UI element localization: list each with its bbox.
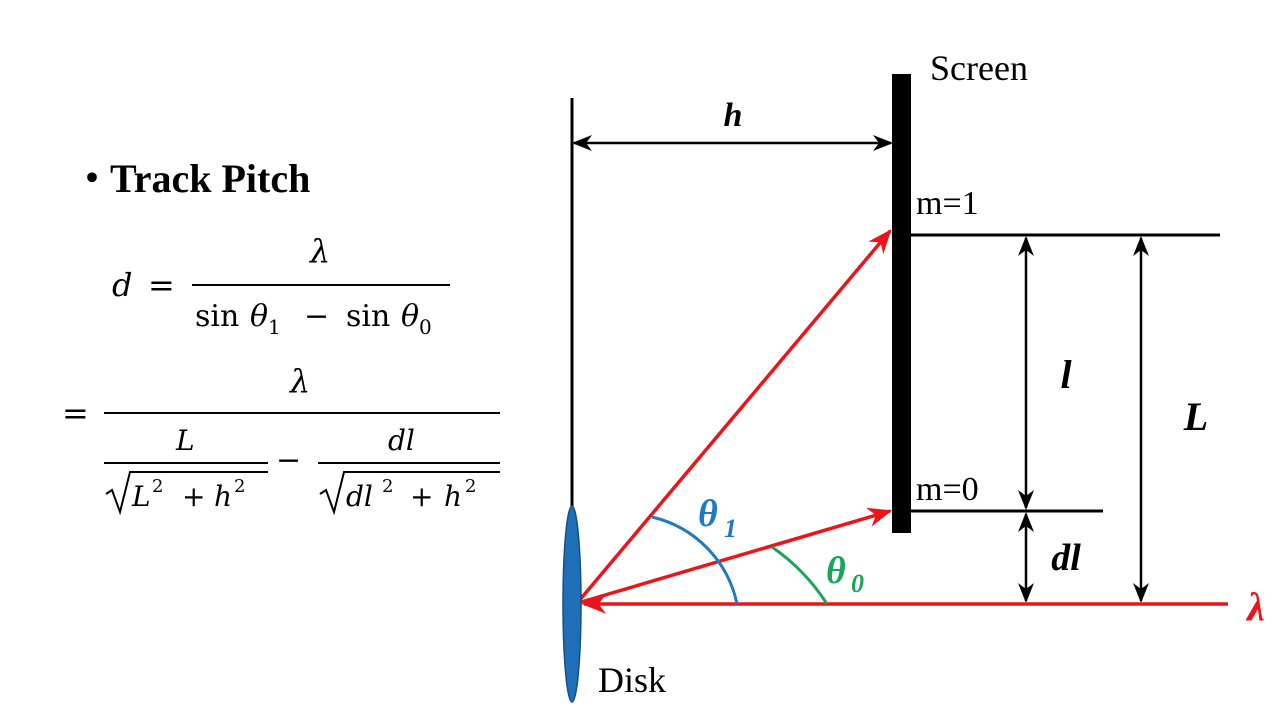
theta0-sub: 0: [851, 569, 864, 598]
subfrac1-h-sq: 2: [234, 476, 245, 497]
l-label: l: [1060, 352, 1072, 397]
formula-line-2: = λ L L 2 + h 2 − dl dl 2 + h 2: [62, 362, 500, 516]
disk-label: Disk: [598, 660, 666, 700]
h-label: h: [724, 97, 743, 134]
formula-sin-1: sin: [195, 299, 239, 334]
formula-sub-1: 1: [268, 315, 281, 339]
screen-bar: [892, 74, 911, 533]
disk-shape: [562, 505, 582, 703]
theta1-arc: [651, 515, 739, 605]
subfrac2-sq: 2: [382, 476, 393, 497]
m1-label: m=1: [916, 185, 979, 222]
subfrac2-dl: dl: [346, 480, 373, 513]
formula-sub-0: 0: [419, 315, 432, 339]
L-label: L: [1183, 394, 1208, 439]
subfrac1-L: L: [131, 480, 151, 513]
formula-minus-1: −: [304, 299, 329, 334]
formula-lambda-1: λ: [308, 232, 330, 270]
formula-minus-2: −: [276, 443, 301, 478]
dl-label: dl: [1051, 537, 1081, 579]
formula-lambda-2: λ: [288, 362, 310, 400]
sqrt-sign-1: [105, 471, 268, 516]
theta0-label: θ: [826, 550, 846, 592]
formula-line-1: d = λ sin θ 1 − sin θ 0: [112, 232, 450, 339]
subfrac2-h-sq: 2: [465, 476, 476, 497]
m0-label: m=0: [916, 471, 979, 508]
formula-equals-1: =: [148, 266, 175, 304]
theta0-arc: [771, 545, 829, 605]
lambda-label: λ: [1245, 584, 1265, 629]
formula-d: d: [112, 266, 132, 304]
heading-bullet: ・: [72, 156, 112, 201]
subfrac1-plus: +: [182, 480, 205, 513]
subfrac1-numerator: L: [175, 424, 195, 457]
heading-title: Track Pitch: [110, 156, 310, 201]
track-pitch-heading: ・ Track Pitch: [72, 156, 310, 201]
theta1-sub: 1: [724, 514, 737, 543]
formula-equals-2: =: [62, 394, 89, 432]
theta1-label: θ: [698, 493, 718, 535]
screen-label: Screen: [930, 48, 1028, 88]
subfrac1-sq: 2: [152, 476, 163, 497]
subfrac2-numerator: dl: [388, 424, 415, 457]
formula-theta-1: θ: [250, 299, 268, 334]
beam-m0: [577, 507, 893, 605]
subfrac2-h: h: [444, 480, 462, 513]
subfrac2-plus: +: [410, 480, 433, 513]
sqrt-sign-2: [319, 471, 500, 516]
formula-sin-0: sin: [346, 299, 390, 334]
subfrac1-h: h: [214, 480, 232, 513]
beam-m1: [576, 229, 892, 604]
formula-theta-0: θ: [401, 299, 419, 334]
